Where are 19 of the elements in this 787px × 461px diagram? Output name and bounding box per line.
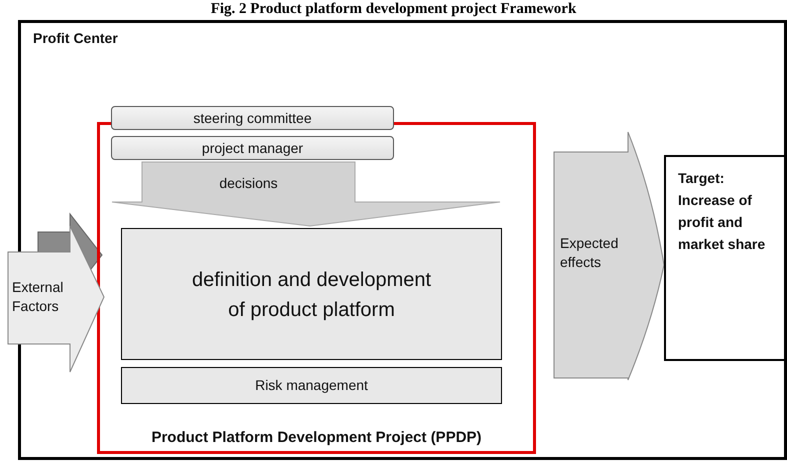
heading: Profit Center	[33, 29, 118, 47]
diagram-title: Fig. 2 Product platform development project Framework	[210, 0, 578, 18]
process-box	[121, 367, 502, 404]
node-label: Risk management	[254, 376, 369, 395]
node-label: steering committee	[192, 109, 313, 128]
node-label: decisions	[218, 174, 279, 192]
process-box	[121, 228, 502, 360]
heading: Product Platform Development Project (PPDP)	[150, 429, 483, 447]
label-box	[111, 136, 394, 160]
node-label: project manager	[200, 139, 304, 158]
node-label: External Factors	[12, 278, 64, 316]
text-box	[664, 155, 786, 361]
block-arrow	[6, 226, 106, 372]
node-label: Target: Increase of profit and market share	[678, 169, 766, 254]
node-label: definition and development of product platform	[190, 268, 432, 323]
pointer-shape	[112, 162, 502, 226]
label-box	[111, 106, 394, 130]
block-arrow	[554, 132, 665, 380]
node-label: Expected effects	[560, 234, 620, 272]
